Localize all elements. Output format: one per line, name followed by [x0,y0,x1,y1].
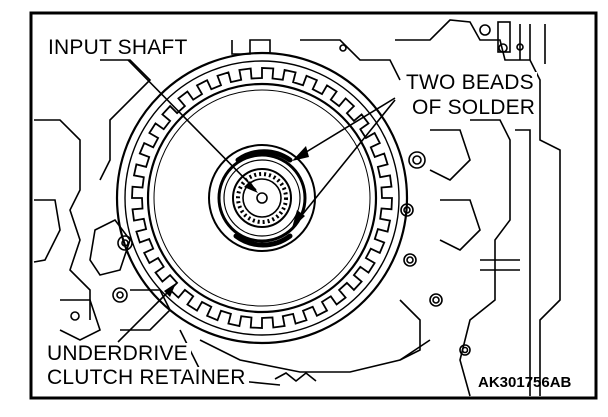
arrowhead-input-shaft [244,181,258,193]
arrowhead-underdrive [164,283,176,297]
leader-underdrive [274,371,317,383]
leader-lines [117,59,396,383]
solder-bead-bottom [233,233,293,248]
solder-beads [233,149,293,248]
label-underdrive: UNDERDRIVE [44,343,191,364]
label-of-solder: OF SOLDER [409,97,539,118]
label-clutch-retainer: CLUTCH RETAINER [44,367,249,388]
solder-bead-top [235,149,293,163]
figure-code: AK301756AB [478,374,572,391]
underdrive-clutch-retainer [115,51,409,345]
leader-solder-top [297,97,396,158]
input-shaft [208,144,316,252]
leader-input-shaft [127,59,257,191]
arrowheads [164,146,309,297]
spline-teeth [131,67,393,329]
leader-underdrive-2 [117,289,171,343]
label-input-shaft: INPUT SHAFT [45,37,191,58]
arrowhead-solder-top [292,146,309,161]
arrowhead-solder-bottom [292,210,305,228]
leader-solder-bottom [297,99,396,221]
label-two-beads: TWO BEADS [403,72,537,93]
